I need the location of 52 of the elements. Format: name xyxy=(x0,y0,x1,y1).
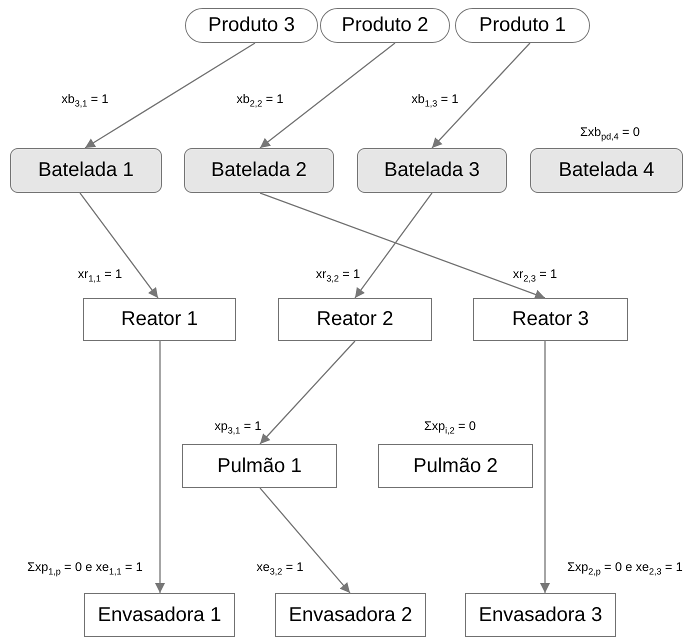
node-label: Produto 2 xyxy=(342,14,428,37)
node-label: Batelada 1 xyxy=(38,159,134,182)
arrow xyxy=(260,488,350,594)
node-label: Envasadora 2 xyxy=(288,604,412,626)
batch-box xyxy=(530,148,683,193)
node-label: Batelada 2 xyxy=(211,159,307,182)
constraint-label: Σxb$_{pd,4}$ = 0 xyxy=(580,124,640,142)
node-label: Produto 3 xyxy=(208,14,295,37)
terminal-box xyxy=(320,8,450,43)
node-label: Reator 3 xyxy=(512,308,589,331)
process-box xyxy=(182,444,337,488)
process-box xyxy=(278,298,432,341)
arrow xyxy=(432,42,530,148)
batch-box xyxy=(184,148,334,193)
constraint-label: Σxp$_{i,2}$ = 0 xyxy=(424,418,476,436)
edge-label: xe$_{3,2}$ = 1 xyxy=(256,560,304,576)
node-label: Envasadora 1 xyxy=(98,604,222,626)
batch-box xyxy=(357,148,507,193)
edge-label: xr$_{2,3}$ = 1 xyxy=(512,266,558,284)
arrow xyxy=(260,340,356,444)
node-label: Batelada 3 xyxy=(384,159,480,182)
batch-box xyxy=(10,148,162,193)
edge-label: xb$_{1,3}$ = 1 xyxy=(412,92,458,108)
node-label: Reator 2 xyxy=(316,308,394,331)
edge-label: xb$_{2,2}$ = 1 xyxy=(236,92,284,108)
edge-label: Σxp$_{1,p}$ = 0 e xe$_{1,1}$ = 1 xyxy=(27,560,143,576)
process-box xyxy=(83,298,236,341)
arrow xyxy=(260,42,396,149)
process-box xyxy=(84,593,235,637)
edge-label: xr$_{1,1}$ = 1 xyxy=(78,266,122,284)
node-label: Reator 1 xyxy=(121,308,198,331)
arrow xyxy=(155,341,165,593)
node-label: Batelada 4 xyxy=(558,159,654,182)
edge-label: xb$_{3,1}$ = 1 xyxy=(62,92,108,108)
terminal-box xyxy=(185,8,318,43)
arrow xyxy=(354,192,433,298)
node-label: Pulmão 1 xyxy=(217,454,302,478)
terminal-box xyxy=(455,8,590,43)
process-box xyxy=(473,298,628,341)
arrow xyxy=(84,42,256,149)
node-label: Pulmão 2 xyxy=(413,454,498,478)
arrow xyxy=(540,341,550,593)
node-label: Produto 1 xyxy=(479,14,566,37)
arrow xyxy=(79,192,159,298)
edge-label: Σxp$_{2,p}$ = 0 e xe$_{2,3}$ = 1 xyxy=(567,560,683,576)
arrow xyxy=(260,192,546,300)
process-box xyxy=(275,593,426,637)
process-box xyxy=(465,593,616,637)
edge-label: xr$_{3,2}$ = 1 xyxy=(316,266,360,284)
edge-label: xp$_{3,1}$ = 1 xyxy=(214,418,262,436)
node-label: Envasadora 3 xyxy=(478,604,602,626)
process-box xyxy=(378,444,533,488)
